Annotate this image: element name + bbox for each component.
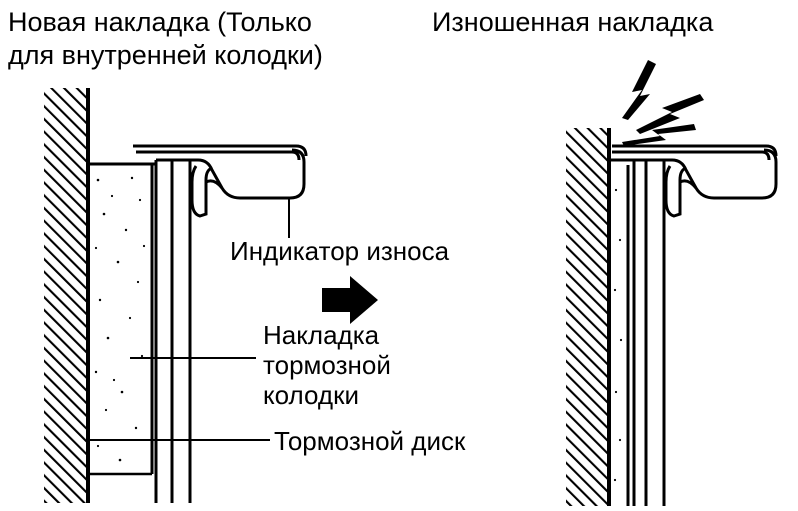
new-pad-title-line1: Новая накладка (Только xyxy=(8,7,312,37)
lining-label-line3: колодки xyxy=(263,380,359,410)
caliper-hatch-right xyxy=(566,128,609,506)
new-top-shim xyxy=(133,144,308,161)
new-pad-title-line2: для внутренней колодки) xyxy=(8,40,323,70)
caliper-hatch-left xyxy=(44,88,88,503)
lining-label-line2: тормозной xyxy=(263,350,391,380)
lining-label-line1: Накладка xyxy=(263,320,380,350)
worn-pad-title: Изношенная накладка xyxy=(432,7,714,37)
new-pad-title: Новая накладка (Только для внутренней ко… xyxy=(8,6,323,72)
new-wear-indicator-clip xyxy=(190,148,306,218)
new-leader-lines xyxy=(86,198,290,441)
lightning-spark-icon xyxy=(622,60,704,146)
new-lining-material xyxy=(88,162,156,476)
worn-pad-assembly xyxy=(566,60,778,506)
new-pad-assembly xyxy=(44,88,308,503)
worn-lining-material xyxy=(613,165,630,506)
worn-wear-indicator-clip xyxy=(664,148,778,218)
new-backing-plate xyxy=(154,158,192,503)
arrow-right-icon xyxy=(322,276,378,324)
worn-top-shim xyxy=(612,144,778,161)
brake-disc-label: Тормозной диск xyxy=(274,426,466,456)
worn-backing-plate xyxy=(610,158,666,506)
wear-indicator-label: Индикатор износа xyxy=(230,236,450,266)
lining-label: Накладка тормозной колодки xyxy=(263,320,391,410)
